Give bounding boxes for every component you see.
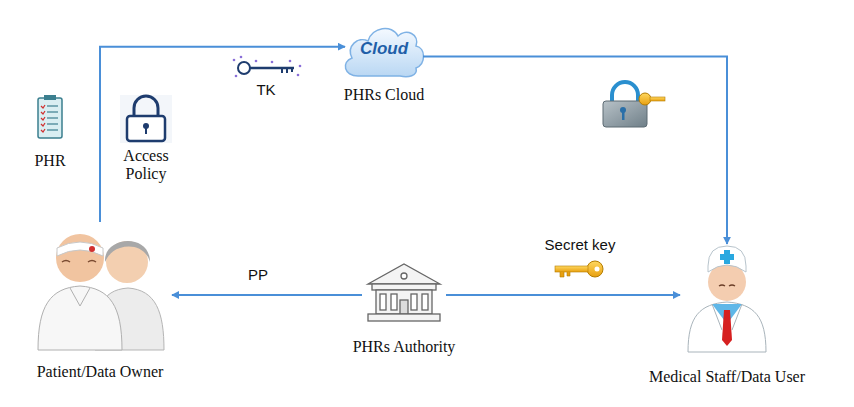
patient-figure xyxy=(38,234,164,350)
policy-label: Access Policy xyxy=(114,147,178,182)
access-policy-lock xyxy=(120,95,172,143)
connector-arrow xyxy=(100,47,345,222)
patient-node: Patient/Data Owner xyxy=(30,222,170,352)
phr-document-icon xyxy=(38,95,62,138)
secret-key-icon xyxy=(555,261,603,277)
token-label: TK xyxy=(254,81,277,98)
cloud-node: CloudPHRs Cloud xyxy=(345,24,423,78)
medical-staff-node: Medical Staff/Data User xyxy=(684,244,770,352)
node-caption: PHRs Cloud xyxy=(344,86,424,104)
node-caption: Patient/Data Owner xyxy=(37,363,164,381)
node-title: Cloud xyxy=(345,39,423,59)
tk-key-icon xyxy=(233,56,302,78)
cloud-shape xyxy=(345,29,423,77)
connector-arrow xyxy=(423,56,727,244)
authority-node: PHRs Authority xyxy=(366,262,442,322)
secret-key-label: Secret key xyxy=(543,236,618,253)
connector-arrow xyxy=(446,294,680,296)
node-caption: Medical Staff/Data User xyxy=(649,368,805,386)
authority-building xyxy=(368,264,440,321)
medical-staff-figure xyxy=(688,246,766,352)
node-caption: PHRs Authority xyxy=(353,338,456,356)
connector-arrow xyxy=(172,294,362,296)
lock-with-key-icon xyxy=(598,80,668,130)
public-parameter-label: PP xyxy=(246,266,270,283)
document-label: PHR xyxy=(25,152,75,170)
